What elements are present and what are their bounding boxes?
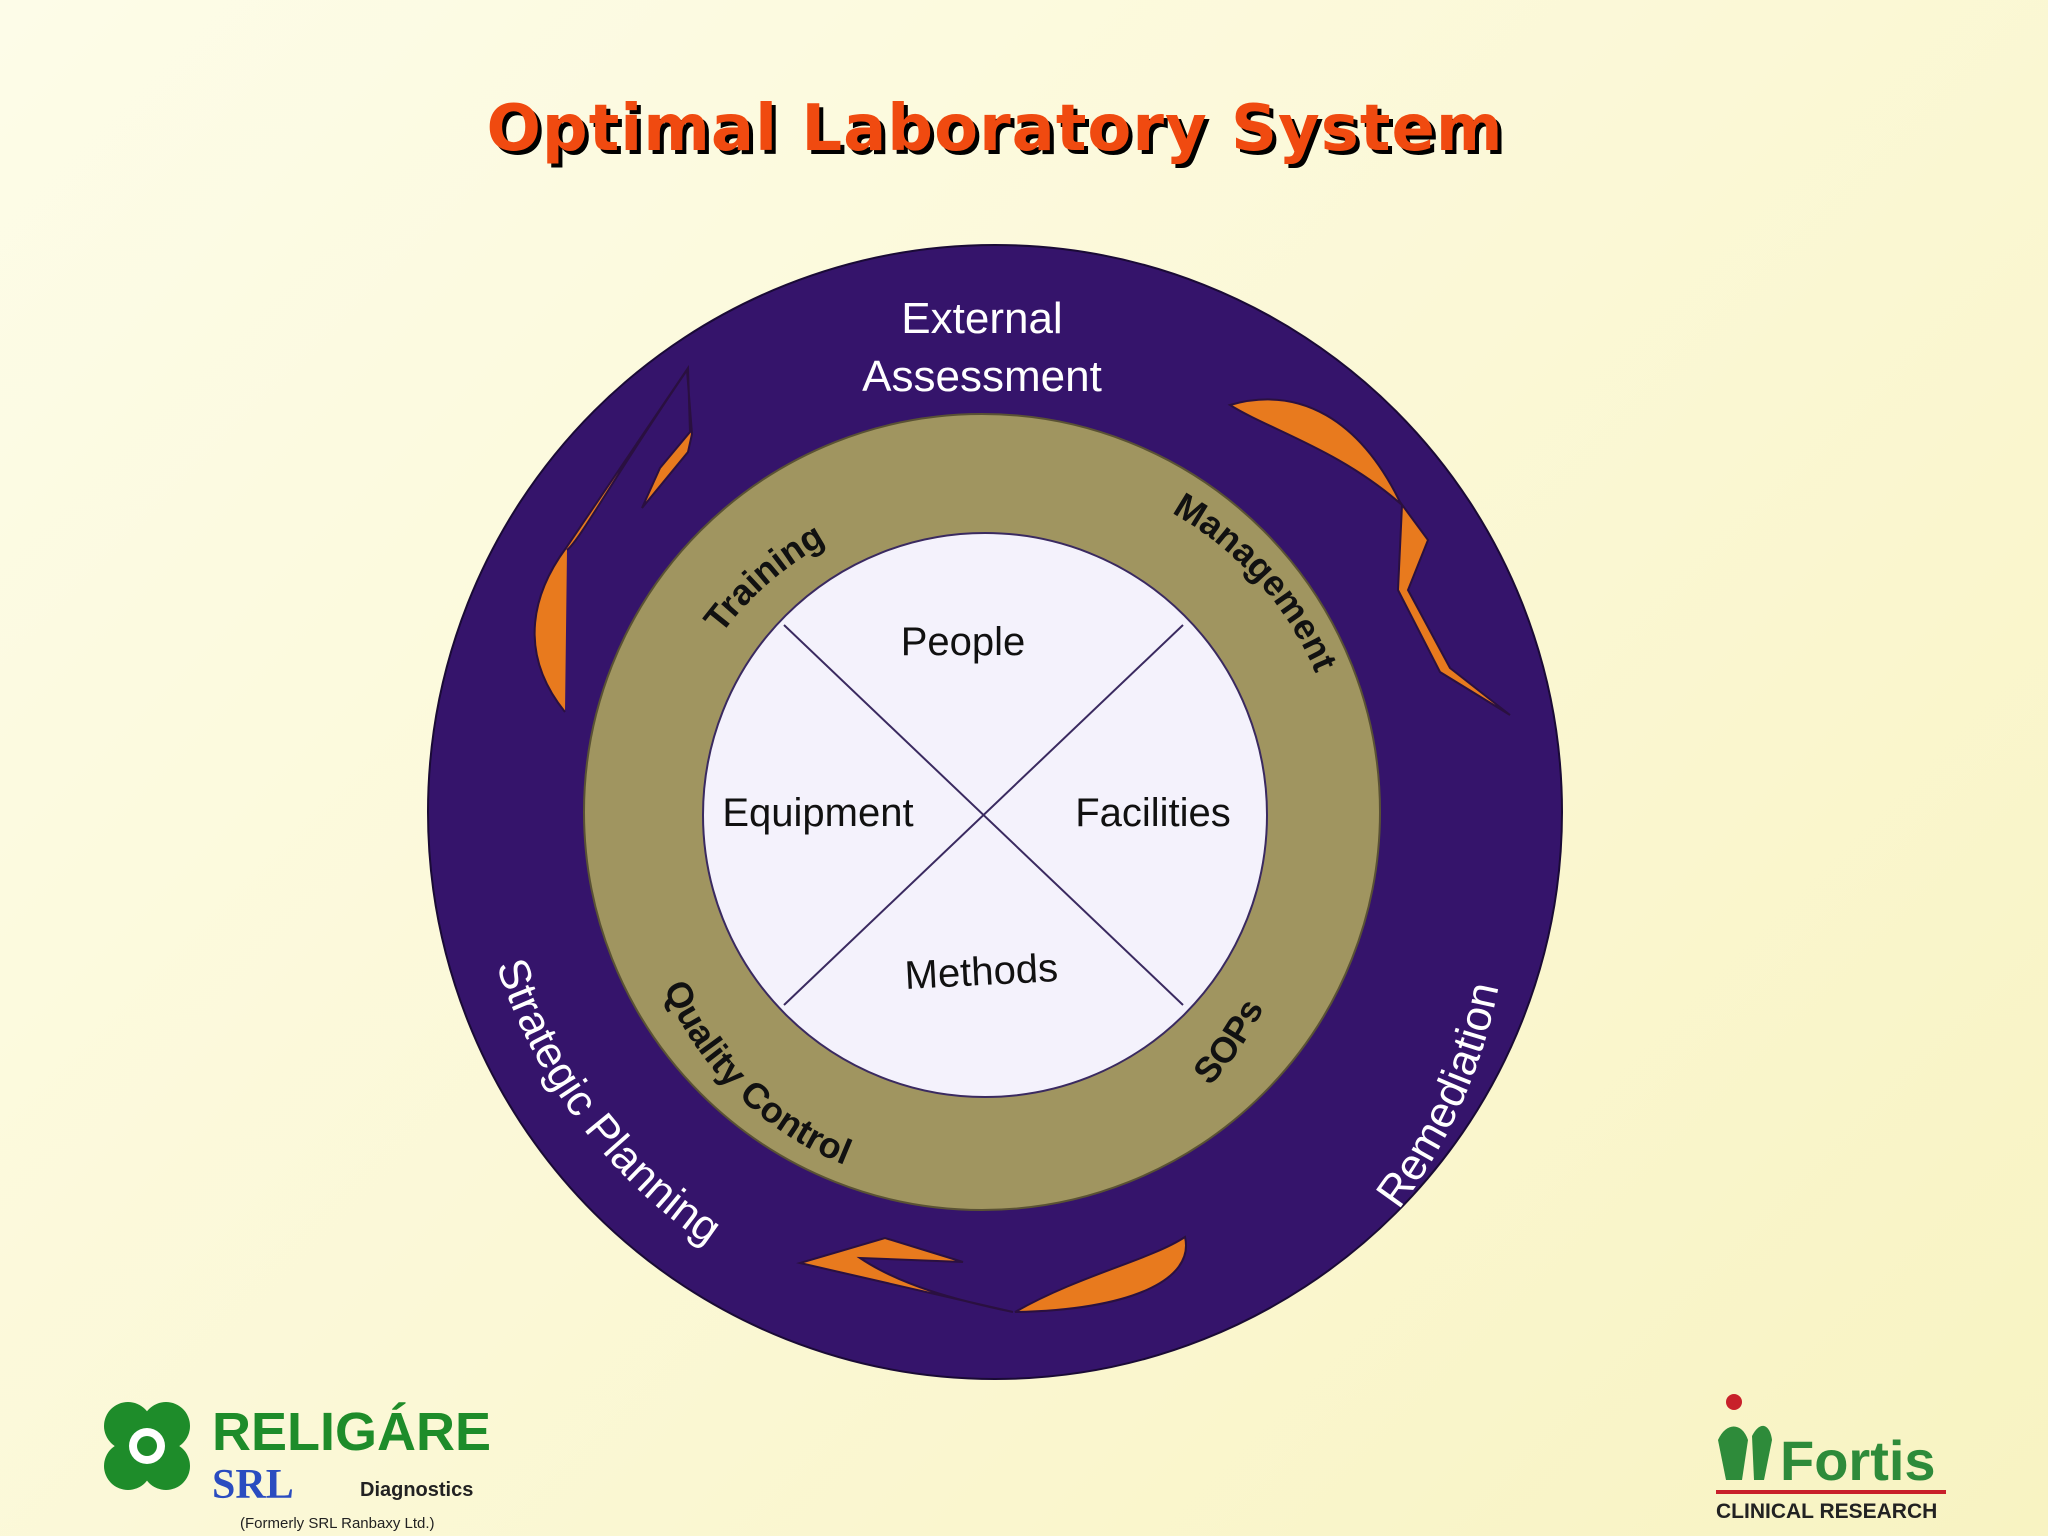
religare-srl-logo: RELIGÁRE SRL Diagnostics (Formerly SRL R… — [104, 1402, 490, 1532]
arrow-upper-right-icon — [1227, 398, 1511, 716]
label-external-line1: External — [901, 294, 1062, 343]
label-external-line2: Assessment — [862, 352, 1102, 401]
inner-circle — [702, 532, 1268, 1098]
diagnostics-text: Diagnostics — [360, 1479, 473, 1501]
fortis-logo: Fortis CLINICAL RESEARCH — [1716, 1394, 1946, 1523]
label-facilities: Facilities — [1075, 791, 1231, 835]
srl-sub-brand: SRL — [212, 1462, 294, 1508]
arrow-upper-left-icon — [533, 364, 694, 713]
formerly-note: (Formerly SRL Ranbaxy Ltd.) — [240, 1515, 435, 1532]
fortis-underline — [1716, 1490, 1946, 1494]
fortis-brand: Fortis — [1780, 1429, 1936, 1492]
fortis-figure-icon — [1718, 1394, 1772, 1480]
religare-brand: RELIGÁRE — [212, 1402, 490, 1462]
fortis-sub-text: CLINICAL RESEARCH — [1716, 1500, 1937, 1523]
slide-title: Optimal Laboratory System — [486, 92, 1504, 166]
label-equipment: Equipment — [722, 791, 913, 835]
arrow-bottom-icon — [796, 1235, 1187, 1313]
clover-icon — [104, 1402, 190, 1490]
cycle-arrows — [533, 364, 1511, 1313]
divider-line-2 — [783, 624, 1184, 1006]
label-people: People — [901, 620, 1026, 664]
label-methods: Methods — [904, 946, 1060, 998]
